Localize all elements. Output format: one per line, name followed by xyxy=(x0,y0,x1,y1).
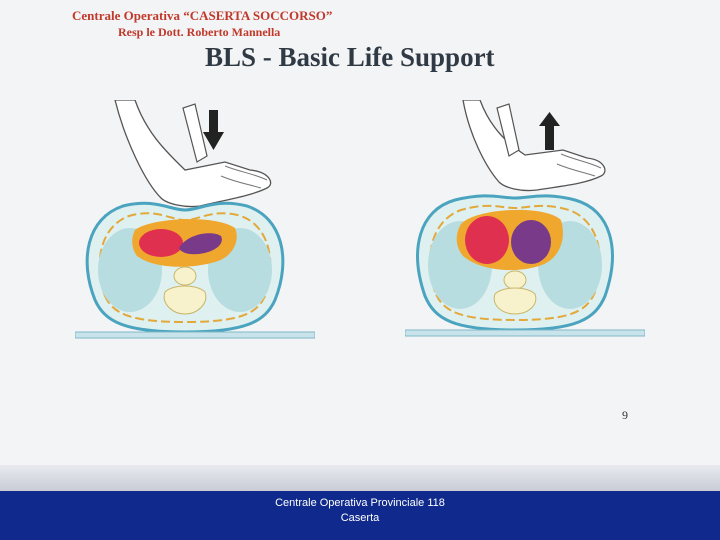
slide-page: Centrale Operativa “CASERTA SOCCORSO” Re… xyxy=(0,0,720,465)
release-illustration xyxy=(405,100,645,345)
header-organization: Centrale Operativa “CASERTA SOCCORSO” xyxy=(72,8,332,24)
down-arrow-icon xyxy=(203,110,224,150)
hands-illustration xyxy=(463,100,605,191)
up-arrow-icon xyxy=(539,112,560,150)
support-surface xyxy=(405,330,645,336)
footer-stripe xyxy=(0,465,720,491)
slide-title: BLS - Basic Life Support xyxy=(205,42,495,73)
chest-cross-section xyxy=(87,203,283,332)
chest-cross-section xyxy=(418,196,613,330)
hands-illustration xyxy=(115,100,271,207)
compression-illustration xyxy=(75,100,315,345)
support-surface xyxy=(75,332,315,338)
page-number: 9 xyxy=(622,408,628,423)
footer-organization: Centrale Operativa Provinciale 118 xyxy=(0,497,720,509)
footer-city: Caserta xyxy=(0,512,720,524)
header-responsible: Resp le Dott. Roberto Mannella xyxy=(118,25,280,40)
